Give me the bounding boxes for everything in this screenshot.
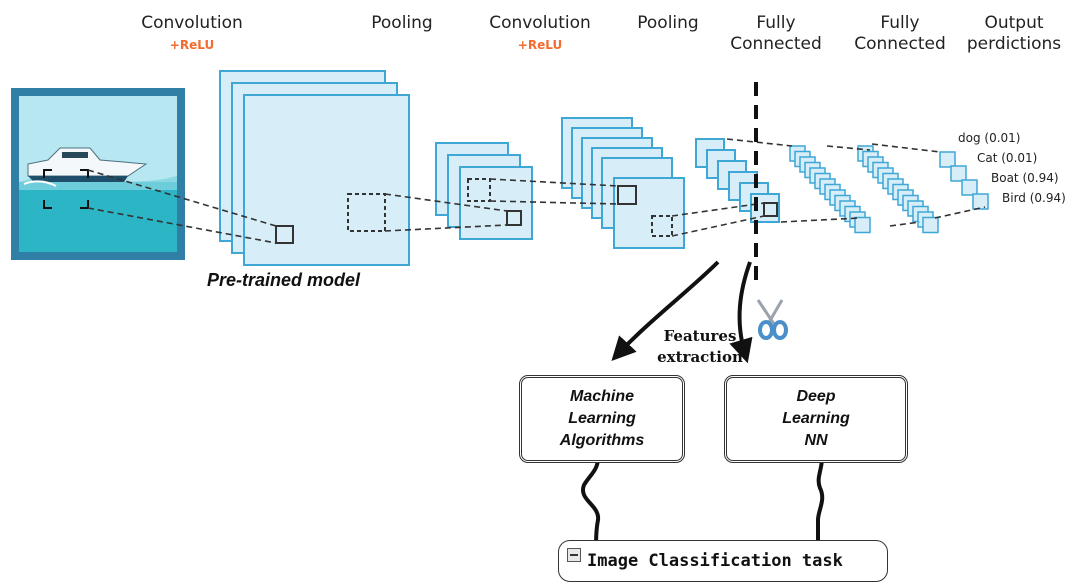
ml-line1: Machine (569, 388, 634, 405)
output-neuron (961, 179, 978, 196)
dl-to-task-connector (816, 457, 825, 556)
pool2-label: Pooling (637, 13, 699, 33)
fc1-neurons (789, 145, 871, 234)
pretrained-caption: Pre-trained model (207, 270, 361, 290)
features-caption-line2: extraction (657, 348, 743, 366)
boat-wake (23, 180, 57, 187)
conv1-label: Convolution (141, 13, 243, 33)
image-classification-task-box: Image Classification task (558, 540, 888, 582)
prediction-cat: Cat (0.01) (977, 151, 1038, 165)
pool1-label: Pooling (371, 13, 433, 33)
fc2-label-line1: Fully (880, 13, 920, 33)
conv2-activation-label: +ReLU (517, 38, 563, 52)
fc1-neuron (854, 216, 871, 234)
fc1-label: Fully Connected (716, 13, 836, 55)
ml-to-task-connector (580, 457, 601, 557)
fc2-neurons (857, 145, 939, 234)
dl-line3: NN (804, 432, 828, 449)
deep-learning-box: Deep Learning NN (724, 375, 908, 463)
prediction-boat: Boat (0.94) (991, 171, 1059, 185)
dl-line2: Learning (782, 410, 850, 427)
arrow-to-dl (729, 261, 753, 364)
prediction-dog: dog (0.01) (958, 131, 1021, 145)
connection-lines (87, 138, 986, 244)
output-label-line1: Output (984, 13, 1044, 33)
conv2-label: Convolution (489, 13, 591, 33)
fc1-label-line1: Fully (756, 13, 796, 33)
deep-learning-text: Deep Learning NN (782, 386, 850, 452)
output-label: Output perdictions (955, 13, 1073, 55)
conv1-receptive-box (275, 225, 294, 244)
image-water (19, 182, 177, 252)
minus-box-icon[interactable] (567, 548, 581, 562)
features-caption: Features extraction (640, 326, 760, 368)
features-caption-line1: Features (663, 327, 737, 345)
conv1-activation-label: +ReLU (169, 38, 215, 52)
fc1-label-line2: Connected (730, 34, 822, 54)
dl-line1: Deep (796, 388, 836, 405)
output-label-line2: perdictions (966, 34, 1062, 54)
output-neuron (939, 151, 956, 168)
scissors-icon (756, 299, 788, 340)
fc2-neuron (922, 216, 939, 234)
fc2-label-line2: Connected (854, 34, 946, 54)
fc2-label: Fully Connected (840, 13, 960, 55)
ml-line3: Algorithms (559, 432, 645, 449)
ml-line2: Learning (568, 410, 636, 427)
task-label: Image Classification task (587, 551, 843, 571)
boat-hull (27, 147, 148, 177)
pool2-feature-maps (695, 138, 780, 223)
machine-learning-text: Machine Learning Algorithms (560, 386, 644, 452)
input-boat-image (11, 88, 185, 260)
conv2-feature-maps (561, 117, 685, 249)
output-neurons (939, 151, 989, 210)
boat-window (62, 152, 88, 158)
arrow-to-ml (611, 260, 720, 361)
prediction-bird: Bird (0.94) (1002, 191, 1066, 205)
conv1-feature-maps (219, 70, 410, 266)
conv1-pool-window (347, 193, 386, 232)
machine-learning-box: Machine Learning Algorithms (519, 375, 685, 463)
output-neuron (950, 165, 967, 182)
boat-stripe (28, 176, 128, 182)
output-neuron (972, 193, 989, 210)
pool1-feature-maps (435, 142, 533, 240)
